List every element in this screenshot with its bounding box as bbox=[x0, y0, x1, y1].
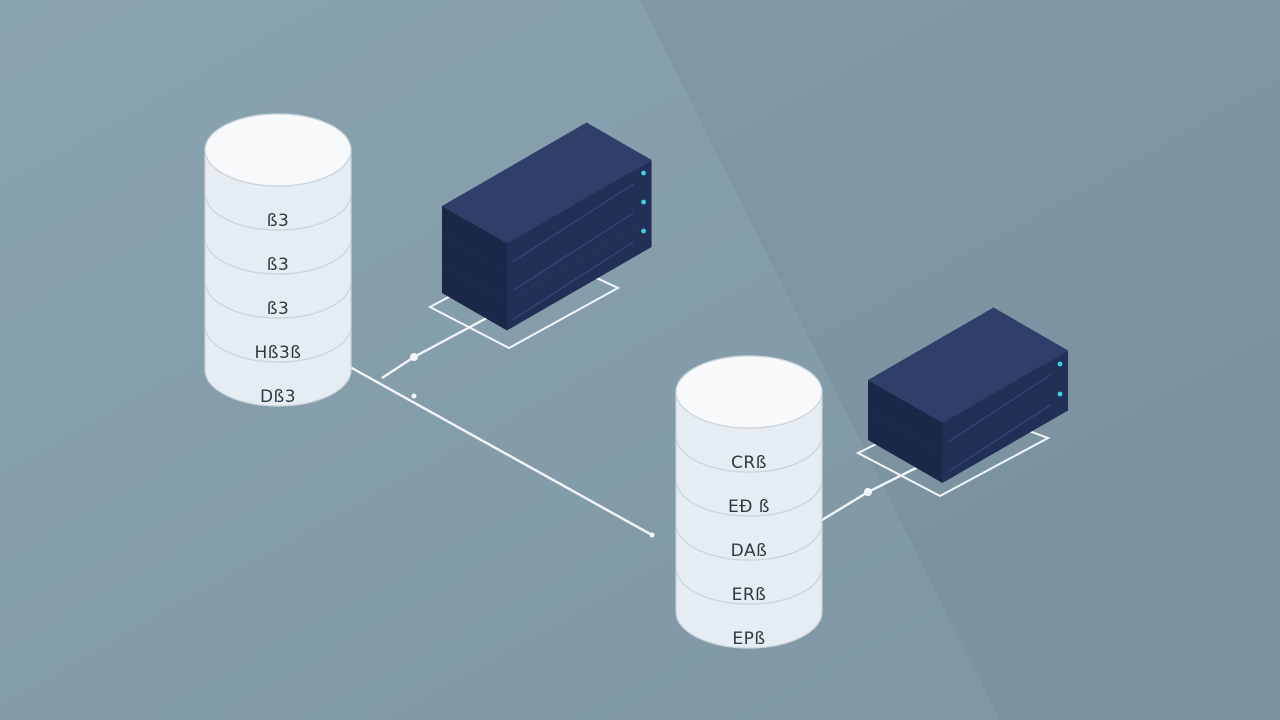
server-right-unit bbox=[868, 307, 1069, 453]
server-left-unit-side bbox=[506, 189, 652, 302]
connector-node bbox=[649, 532, 655, 538]
server-left-unit-front bbox=[442, 264, 507, 331]
server-right-unit-side bbox=[942, 380, 1069, 483]
server-right-unit-side bbox=[942, 350, 1069, 453]
server-right-unit-front bbox=[868, 410, 943, 483]
server-right-unit-slot bbox=[948, 374, 1051, 443]
db-left-layer-label: ß3 bbox=[267, 255, 290, 275]
server-left-unit-slot bbox=[512, 241, 634, 320]
connector-node bbox=[410, 353, 418, 361]
connector-nodes bbox=[410, 353, 872, 538]
server-left-led-icon bbox=[641, 228, 646, 234]
db-right-layer-label: CRß bbox=[731, 453, 767, 473]
link-db-left-to-db-right bbox=[349, 365, 653, 537]
server-left-unit-front bbox=[442, 235, 507, 302]
db-left-layer-label: Hß3ß bbox=[254, 343, 301, 363]
connector-node bbox=[864, 488, 872, 496]
server-right-unit-front bbox=[868, 380, 943, 453]
db-left-layer-label: ß3 bbox=[267, 211, 290, 231]
database-cylinder-left: Dß3 Hß3ß ß3 ß3 ß3 bbox=[204, 113, 352, 407]
db-right-lid bbox=[675, 355, 823, 429]
db-left-layer-label: Dß3 bbox=[260, 387, 296, 407]
server-right-unit-top bbox=[868, 307, 1069, 423]
server-right-led-icon bbox=[1057, 391, 1063, 397]
db-left-layer-label: ß3 bbox=[267, 299, 290, 319]
database-cylinder-right: EPß ERß DAß EÐ ß CRß bbox=[675, 355, 823, 649]
server-left-unit-slot bbox=[512, 183, 634, 262]
server-left-unit-side bbox=[506, 160, 652, 273]
server-right-led-icon bbox=[1057, 361, 1063, 367]
db-right-layer-label: DAß bbox=[731, 541, 768, 561]
server-left-led-icon bbox=[641, 199, 646, 205]
server-stack-left bbox=[442, 122, 652, 331]
server-left-unit-front bbox=[442, 206, 507, 273]
server-left-led-icon bbox=[641, 170, 646, 176]
server-left-unit-top bbox=[442, 122, 652, 244]
server-left-unit bbox=[442, 122, 652, 273]
server-right-unit-slot bbox=[948, 404, 1051, 473]
server-left-unit-side bbox=[506, 218, 652, 331]
db-right-layer-label: EÐ ß bbox=[728, 497, 770, 517]
db-right-layer-label: ERß bbox=[732, 585, 767, 605]
server-left-unit-slot bbox=[512, 212, 634, 291]
connector-node bbox=[411, 393, 417, 399]
db-left-lid bbox=[204, 113, 352, 187]
db-right-layer-label: EPß bbox=[732, 629, 765, 649]
server-stack-right bbox=[868, 307, 1069, 483]
